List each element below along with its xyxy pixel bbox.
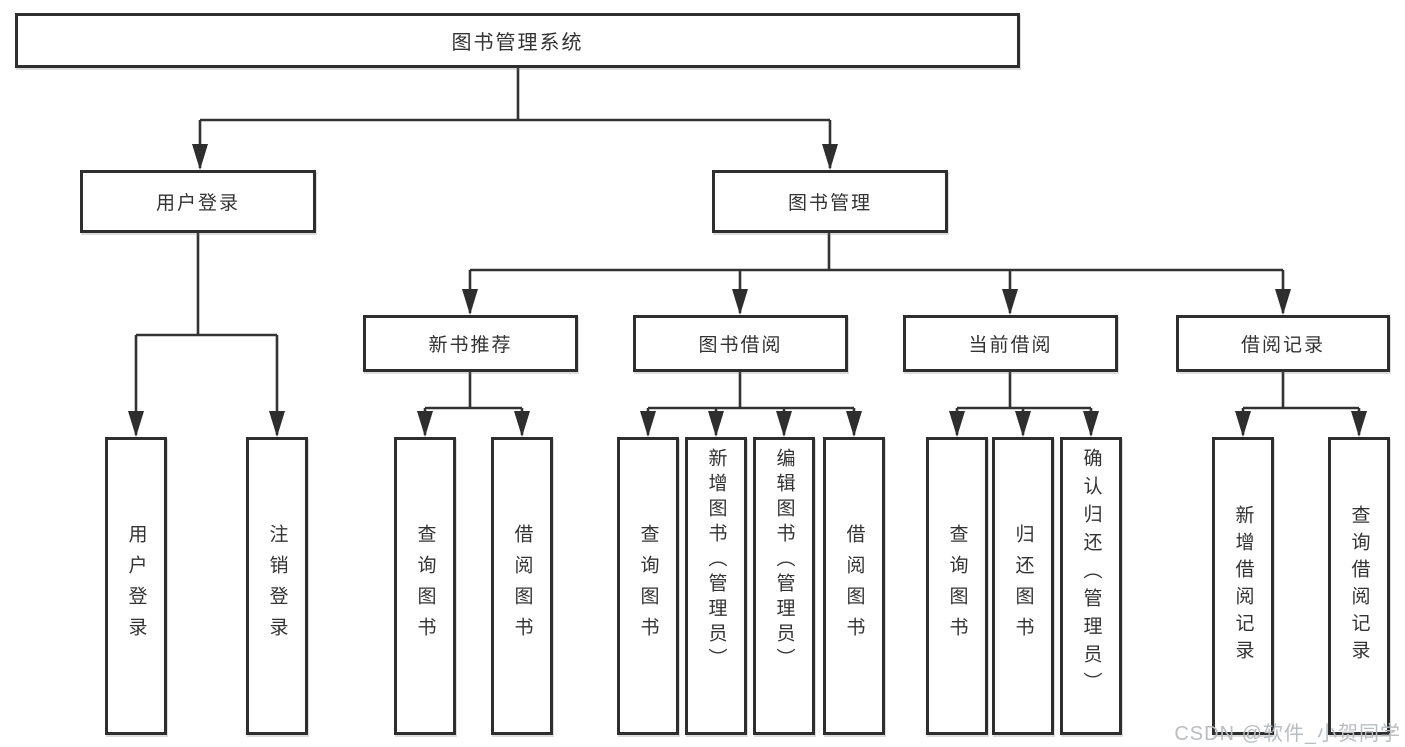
connector-current-to-leaves [949, 372, 1099, 437]
leaf-edit-books-admin: 编辑图书（管理员） [753, 437, 815, 735]
leaf-return-books: 归还图书 [992, 437, 1054, 735]
leaf-label: 借阅图书 [511, 524, 533, 648]
node-label: 用户登录 [155, 193, 240, 214]
node-label: 新书推荐 [428, 335, 513, 356]
node-root-library-system: 图书管理系统 [15, 13, 1020, 68]
connector-root-to-level2 [192, 68, 838, 170]
connector-records-to-leaves [1235, 372, 1367, 437]
leaf-label: 用户登录 [125, 524, 147, 648]
node-book-management: 图书管理 [712, 170, 948, 233]
node-borrow-records: 借阅记录 [1176, 315, 1390, 372]
leaf-borrow-books-recommend: 借阅图书 [491, 437, 553, 735]
leaf-label: 查询图书 [637, 524, 659, 648]
connector-book-mgmt-to-level3 [462, 233, 1291, 315]
leaf-add-borrow-record: 新增借阅记录 [1212, 437, 1274, 735]
leaf-label: 查询图书 [946, 524, 968, 648]
node-new-book-recommend: 新书推荐 [363, 315, 578, 372]
leaf-logout: 注销登录 [246, 437, 308, 735]
leaf-query-borrow-record: 查询借阅记录 [1328, 437, 1390, 735]
node-label: 图书管理 [787, 193, 872, 214]
node-label: 借阅记录 [1240, 335, 1325, 356]
node-label: 图书借阅 [698, 335, 783, 356]
leaf-label: 编辑图书（管理员） [773, 448, 795, 673]
leaf-label: 借阅图书 [843, 524, 865, 648]
leaf-confirm-return-admin: 确认归还（管理员） [1060, 437, 1122, 735]
node-current-borrow: 当前借阅 [903, 315, 1118, 372]
leaf-add-books-admin: 新增图书（管理员） [685, 437, 747, 735]
leaf-label: 新增图书（管理员） [705, 448, 727, 673]
leaf-label: 归还图书 [1012, 524, 1034, 648]
leaf-borrow-books: 借阅图书 [823, 437, 885, 735]
leaf-query-books-borrow: 查询图书 [617, 437, 679, 735]
node-label: 图书管理系统 [451, 32, 584, 54]
node-label: 当前借阅 [968, 335, 1053, 356]
node-user-login: 用户登录 [80, 170, 316, 233]
leaf-label: 确认归还（管理员） [1080, 448, 1102, 700]
leaf-label: 注销登录 [266, 524, 288, 648]
leaf-user-login: 用户登录 [105, 437, 167, 735]
connector-new-book-to-leaves [417, 372, 530, 437]
leaf-label: 查询图书 [414, 524, 436, 648]
connector-user-login-to-leaves [128, 233, 285, 437]
connector-borrow-to-leaves [640, 372, 862, 437]
csdn-watermark: CSDN @软件_小贺同学 [1174, 723, 1401, 745]
leaf-label: 新增借阅记录 [1232, 505, 1254, 667]
leaf-label: 查询借阅记录 [1348, 505, 1370, 667]
leaf-query-books-recommend: 查询图书 [394, 437, 456, 735]
node-book-borrow: 图书借阅 [633, 315, 848, 372]
leaf-query-books-current: 查询图书 [926, 437, 988, 735]
